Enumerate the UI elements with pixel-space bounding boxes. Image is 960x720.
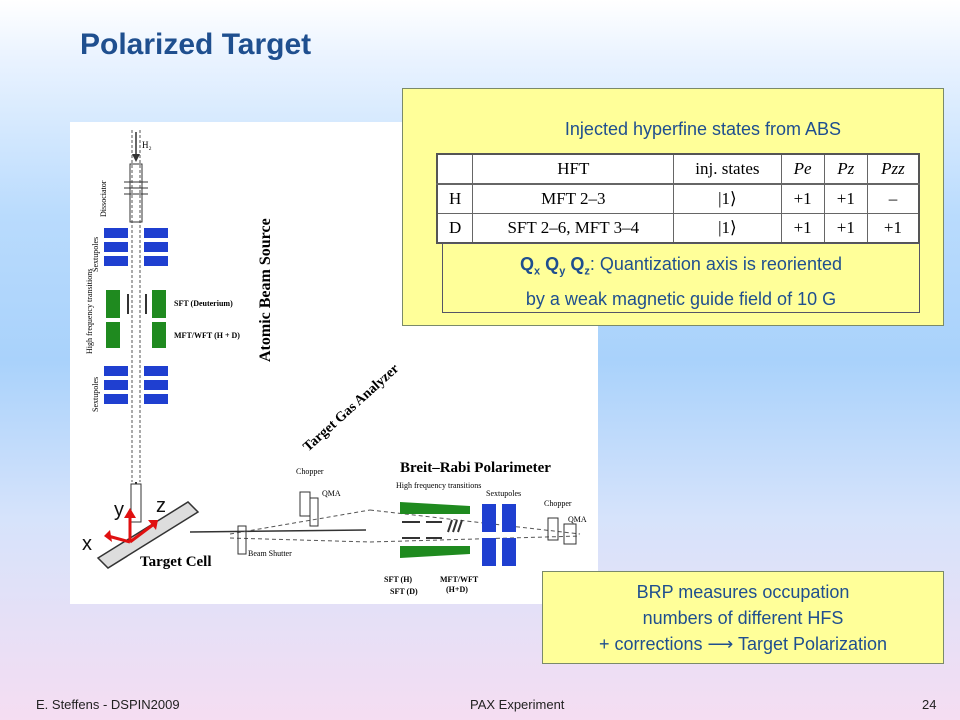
- table-cell: +1: [866, 213, 919, 243]
- footer-title: PAX Experiment: [470, 697, 565, 712]
- footer-author: E. Steffens - DSPIN2009: [36, 697, 180, 712]
- chopper-right-label: Chopper: [544, 499, 572, 508]
- rf-transitions-brp: [400, 502, 470, 558]
- table-cell: +1: [780, 213, 825, 243]
- abs-title: Atomic Beam Source: [257, 218, 274, 362]
- table-cell: H: [449, 189, 462, 208]
- sft-d-label: SFT (D): [390, 587, 418, 596]
- sextupoles-top-label: Sextupoles: [91, 237, 100, 272]
- table-cell: |1⟩: [673, 213, 782, 243]
- brp-sextupoles-label: Sextupoles: [486, 489, 521, 498]
- table-cell: D: [437, 213, 473, 243]
- brp-hft-label: High frequency transitions: [396, 481, 481, 490]
- coordinate-axes: [104, 508, 158, 544]
- hfs-header-cell: Pe: [780, 154, 825, 185]
- quantization-note: Qx Qy Qz: Quantization axis is reoriente…: [442, 243, 920, 313]
- chopper-left-label: Chopper: [296, 467, 324, 476]
- table-cell: –: [866, 184, 919, 214]
- tga-title: Target Gas Analyzer: [301, 361, 403, 455]
- quantization-line-2: by a weak magnetic guide field of 10 G: [525, 288, 837, 309]
- mft-wft-brp-label: MFT/WFT: [440, 575, 479, 584]
- table-cell: +1: [780, 184, 825, 214]
- brp-line-3: + corrections ⟶ Target Polarization: [598, 634, 888, 654]
- page-number: 24: [922, 697, 937, 712]
- table-cell: +1: [823, 184, 868, 214]
- target-cell-label: Target Cell: [140, 554, 212, 570]
- table-row: D SFT 2–6, MFT 3–4 |1⟩ +1 +1 +1: [437, 213, 919, 243]
- slide-title: Polarized Target: [80, 28, 312, 61]
- hfs-table-header-row: HFT inj. states Pe Pz Pzz: [437, 154, 919, 185]
- brp-line-1: BRP measures occupation: [636, 582, 850, 602]
- hfs-header-cell: [437, 154, 473, 185]
- axis-y-label: y: [114, 499, 124, 521]
- brp-summary-box: BRP measures occupation numbers of diffe…: [542, 571, 944, 664]
- table-row: H MFT 2–3 |1⟩ +1 +1 –: [437, 184, 919, 214]
- hf-transitions-label: High frequency transitions: [85, 269, 94, 354]
- table-cell: |1⟩: [673, 184, 782, 214]
- quantization-line-1: Qx Qy Qz: Quantization axis is reoriente…: [520, 254, 842, 278]
- table-cell: MFT 2–3: [472, 184, 674, 214]
- hfs-caption: Injected hyperfine states from ABS: [564, 119, 842, 139]
- axis-x-label: x: [82, 533, 92, 555]
- dissociator-label: Dissociator: [99, 180, 108, 217]
- sft-deuterium-label: SFT (Deuterium): [174, 299, 233, 308]
- hfs-panel: Injected hyperfine states from ABS HFT i…: [402, 88, 944, 326]
- sextupoles-bottom: [104, 366, 168, 404]
- axis-z-label: z: [156, 495, 166, 517]
- qma-left-label: QMA: [322, 489, 341, 498]
- mft-wft-brp-sub: (H+D): [446, 585, 468, 594]
- rf-transitions-abs: [106, 290, 166, 348]
- apparatus-svg: H₂ Dissociator Sextupoles SFT (Deuterium…: [82, 130, 587, 596]
- brp-line-2: numbers of different HFS: [642, 608, 844, 628]
- qma-right-label: QMA: [568, 515, 587, 524]
- hfs-header-cell: Pzz: [866, 154, 919, 185]
- brp-title: Breit–Rabi Polarimeter: [400, 460, 551, 476]
- table-cell: SFT 2–6, MFT 3–4: [472, 213, 674, 243]
- h2-label: H₂: [142, 140, 152, 150]
- hfs-table: HFT inj. states Pe Pz Pzz H MFT 2–3 |1⟩ …: [436, 153, 920, 244]
- hfs-header-cell: Pz: [823, 154, 868, 185]
- hfs-header-cell: HFT: [472, 154, 674, 185]
- sextupoles-bottom-label: Sextupoles: [91, 377, 100, 412]
- mft-wft-label: MFT/WFT (H + D): [174, 331, 240, 340]
- target-cell-shape: [96, 501, 200, 569]
- sextupoles-brp: [482, 504, 516, 566]
- beam-shutter-label: Beam Shutter: [248, 549, 292, 558]
- sft-h-label: SFT (H): [384, 575, 412, 584]
- table-cell: +1: [823, 213, 868, 243]
- sextupoles-top: [104, 228, 168, 266]
- rf-lines-brp: [402, 519, 463, 539]
- hfs-header-cell: inj. states: [673, 154, 782, 185]
